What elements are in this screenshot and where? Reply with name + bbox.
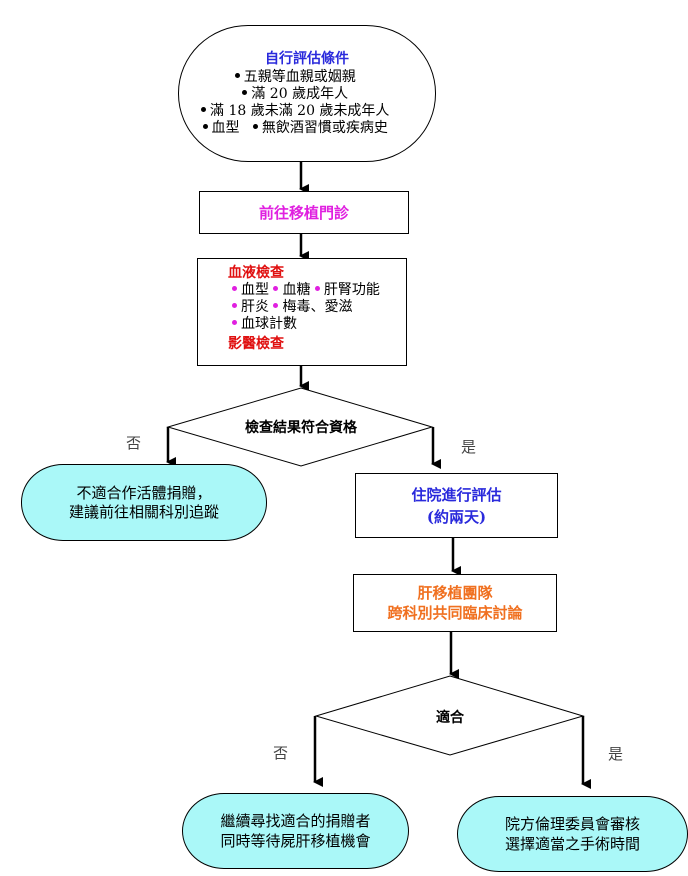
decision2-yes-label: 是 (608, 745, 624, 763)
bullet-icon (273, 302, 279, 308)
bullet-icon (242, 89, 248, 95)
condition-item: 滿 18 歲未滿 20 歲未成年人 (201, 103, 389, 120)
continue-search-line1: 繼續尋找適合的捐贈者 (220, 812, 371, 830)
team-line2: 跨科別共同臨床討論 (387, 604, 523, 622)
continue-search-line2: 同時等待屍肝移植機會 (220, 832, 371, 850)
liver-team-discussion-box: 肝移植團隊 跨科別共同臨床討論 (353, 574, 557, 632)
decision1-diamond (166, 387, 434, 467)
start-conditions-list: 五親等血親或姻親 滿 20 歲成年人 滿 18 歲未滿 20 歲未成年人 血型 … (201, 69, 389, 137)
ethics-line2: 選擇適當之手術時間 (504, 835, 640, 853)
bullet-icon (232, 285, 237, 291)
condition-item: 滿 20 歲成年人 (201, 86, 389, 103)
start-title: 自行評估條件 (265, 51, 349, 67)
condition-item: 五親等血親或姻親 (201, 69, 389, 86)
test-row: 血球計數 (232, 316, 406, 333)
bullet-icon (314, 285, 320, 291)
clinic-label: 前往移植門診 (258, 203, 349, 222)
blood-test-list: 血型 血糖 肝腎功能 肝炎 梅毒、愛滋 血球計數 (232, 282, 406, 333)
decision2-no-label: 否 (273, 744, 289, 762)
bullet-icon (201, 106, 206, 112)
decision1-yes-label: 是 (461, 438, 477, 456)
decision2-label: 適合 (436, 710, 464, 726)
condition-item: 血型 無飲酒習慣或疾病史 (201, 120, 389, 137)
continue-search-terminal: 繼續尋找適合的捐贈者 同時等待屍肝移植機會 (182, 793, 409, 869)
examinations-box: 血液檢查 血型 血糖 肝腎功能 肝炎 梅毒、愛滋 血球計數 影醫檢查 (197, 258, 407, 366)
decision1-no-label: 否 (126, 434, 142, 452)
bullet-icon (202, 123, 208, 129)
decision2-diamond (314, 675, 585, 756)
imaging-test-heading: 影醫檢查 (228, 336, 284, 352)
test-row: 肝炎 梅毒、愛滋 (232, 299, 406, 316)
ethics-committee-terminal: 院方倫理委員會審核 選擇適當之手術時間 (457, 796, 688, 872)
inpatient-line2: (約兩天) (426, 507, 487, 526)
decision1-label: 檢查結果符合資格 (245, 420, 357, 436)
inpatient-evaluation-box: 住院進行評估 (約兩天) (355, 473, 558, 538)
bullet-icon (273, 285, 279, 291)
start-self-assessment: 自行評估條件 五親等血親或姻親 滿 20 歲成年人 滿 18 歲未滿 20 歲未… (178, 25, 436, 162)
bullet-icon (234, 72, 240, 78)
inpatient-line1: 住院進行評估 (411, 485, 502, 504)
team-line1: 肝移植團隊 (417, 584, 493, 602)
test-row: 血型 血糖 肝腎功能 (232, 282, 406, 299)
bullet-icon (232, 319, 237, 325)
blood-test-heading: 血液檢查 (228, 265, 284, 281)
bullet-icon (232, 302, 237, 308)
transplant-clinic-box: 前往移植門診 (199, 191, 409, 234)
ethics-line1: 院方倫理委員會審核 (504, 815, 640, 833)
not-suitable-line2: 建議前往相關科別追蹤 (68, 502, 219, 521)
not-suitable-terminal: 不適合作活體捐贈， 建議前往相關科別追蹤 (21, 464, 267, 541)
bullet-icon (252, 123, 258, 129)
not-suitable-line1: 不適合作活體捐贈， (76, 483, 212, 502)
